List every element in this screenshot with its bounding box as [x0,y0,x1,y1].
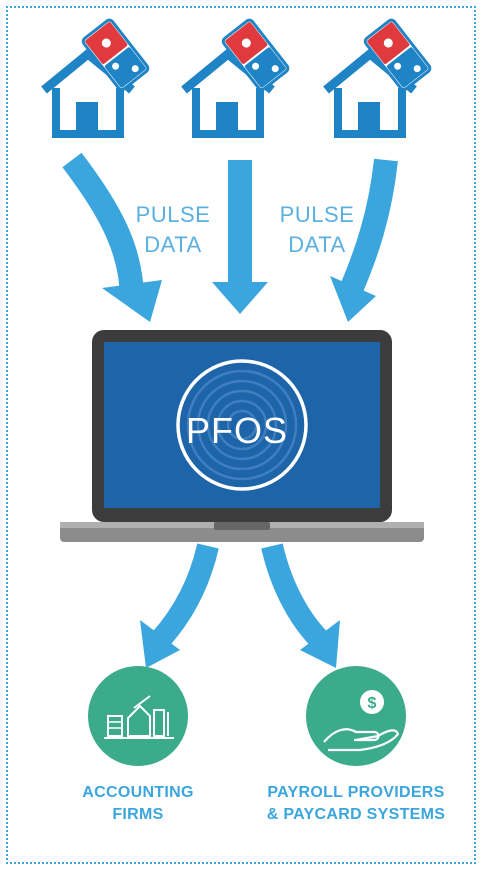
payroll-providers-caption: PAYROLL PROVIDERS & PAYCARD SYSTEMS [266,784,446,823]
accounting-firms-caption: ACCOUNTING FIRMS [82,784,194,823]
house-domino-icon [44,19,149,134]
house-domino-icon [184,19,289,134]
svg-text:$: $ [368,695,377,712]
arrow-to-payroll [261,543,340,668]
dotted-border [6,6,476,864]
house-domino-icon [326,19,431,134]
payroll-icon: $ [306,666,406,766]
pulse-data-label: PULSE DATA [279,202,355,257]
arrow-down-center [212,160,268,314]
arrow-to-accounting [140,543,219,668]
pfos-ring [176,359,308,491]
laptop [60,330,424,542]
pulse-data-label: PULSE DATA [135,202,211,257]
arrow-down-right [330,158,398,322]
pfos-label: PFOS [185,410,288,451]
laptop-screen [104,342,380,508]
accounting-icon [88,666,188,766]
arrow-down-left [62,152,162,322]
